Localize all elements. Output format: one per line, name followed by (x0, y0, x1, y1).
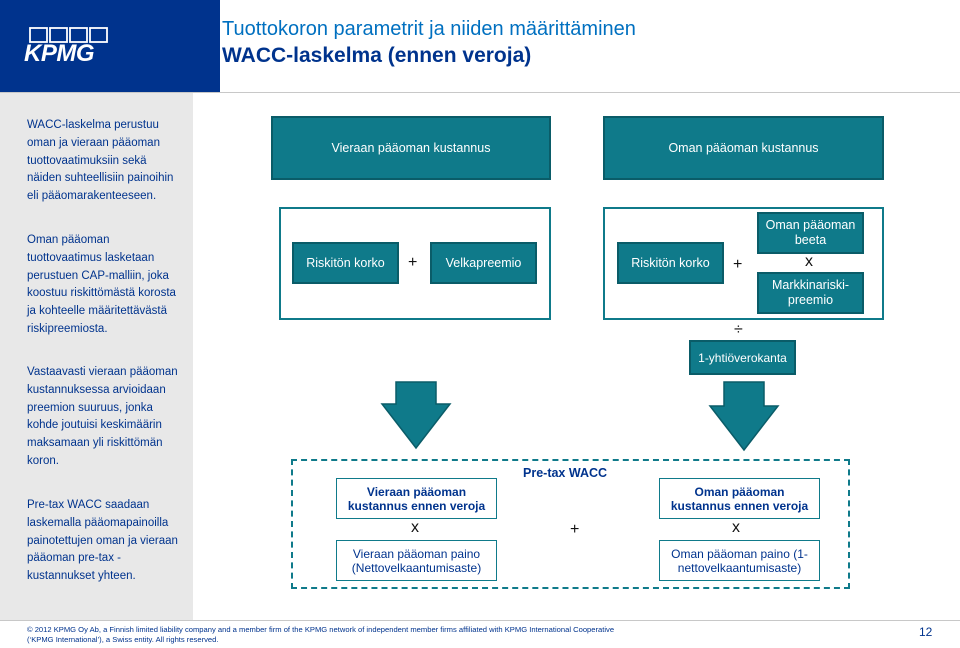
equity-down-arrow (708, 381, 780, 452)
beta-times-operator: x (805, 253, 813, 270)
equity-weight-times-operator: x (732, 519, 740, 536)
debt-risk-free-rate: Riskitön korko (292, 242, 399, 284)
footer-copyright: © 2012 KPMG Oy Ab, a Finnish limited lia… (27, 625, 614, 645)
header-divider (0, 92, 960, 93)
footer-copyright-line1: © 2012 KPMG Oy Ab, a Finnish limited lia… (27, 625, 615, 634)
equity-cost-header: Oman pääoman kustannus (603, 116, 884, 180)
divide-operator: ÷ (734, 321, 743, 338)
debt-cost-pretax: Vieraan pääoman kustannus ennen veroja (336, 478, 497, 519)
equity-beta: Oman pääoman beeta (757, 212, 864, 254)
sidebar-paragraph-wacc: WACC-laskelma perustuu oman ja vieraan p… (27, 119, 174, 203)
debt-plus-operator: + (408, 254, 418, 271)
footer-divider (0, 620, 960, 621)
debt-weight-times-operator: x (411, 519, 419, 536)
page-number: 12 (919, 625, 933, 639)
debt-cost-header: Vieraan pääoman kustannus (271, 116, 551, 180)
pretax-wacc-label: Pre-tax WACC (523, 466, 608, 480)
tax-factor-box: 1-yhtiöverokanta (689, 340, 796, 375)
kpmg-logo: KPMG (24, 40, 95, 67)
debt-down-arrow (380, 381, 452, 450)
equity-plus-operator: + (733, 256, 743, 273)
footer-copyright-line2: (‘KPMG International’), a Swiss entity. … (27, 635, 219, 644)
sidebar (0, 93, 193, 620)
pretax-wacc-group (291, 459, 850, 589)
page-title-line1: Tuottokoron parametrit ja niiden määritt… (222, 18, 636, 40)
page-title-line2: WACC-laskelma (ennen veroja) (222, 44, 532, 67)
logo-band: KPMG (0, 0, 220, 92)
market-risk-premium: Markkinariski-preemio (757, 272, 864, 314)
sidebar-paragraph-debt: Vastaavasti vieraan pääoman kustannukses… (27, 366, 178, 467)
kpmg-logo-boxes (29, 27, 108, 43)
equity-cost-pretax: Oman pääoman kustannus ennen veroja (659, 478, 820, 519)
sidebar-paragraph-equity: Oman pääoman tuottovaatimus lasketaan pe… (27, 234, 176, 335)
sidebar-paragraph-pretax: Pre-tax WACC saadaan laskemalla pääomapa… (27, 499, 178, 583)
debt-weight: Vieraan pääoman paino (Nettovelkaantumis… (336, 540, 497, 581)
pretax-plus-operator: + (570, 521, 580, 538)
equity-risk-free-rate: Riskitön korko (617, 242, 724, 284)
debt-premium: Velkapreemio (430, 242, 537, 284)
equity-weight: Oman pääoman paino (1-nettovelkaantumisa… (659, 540, 820, 581)
